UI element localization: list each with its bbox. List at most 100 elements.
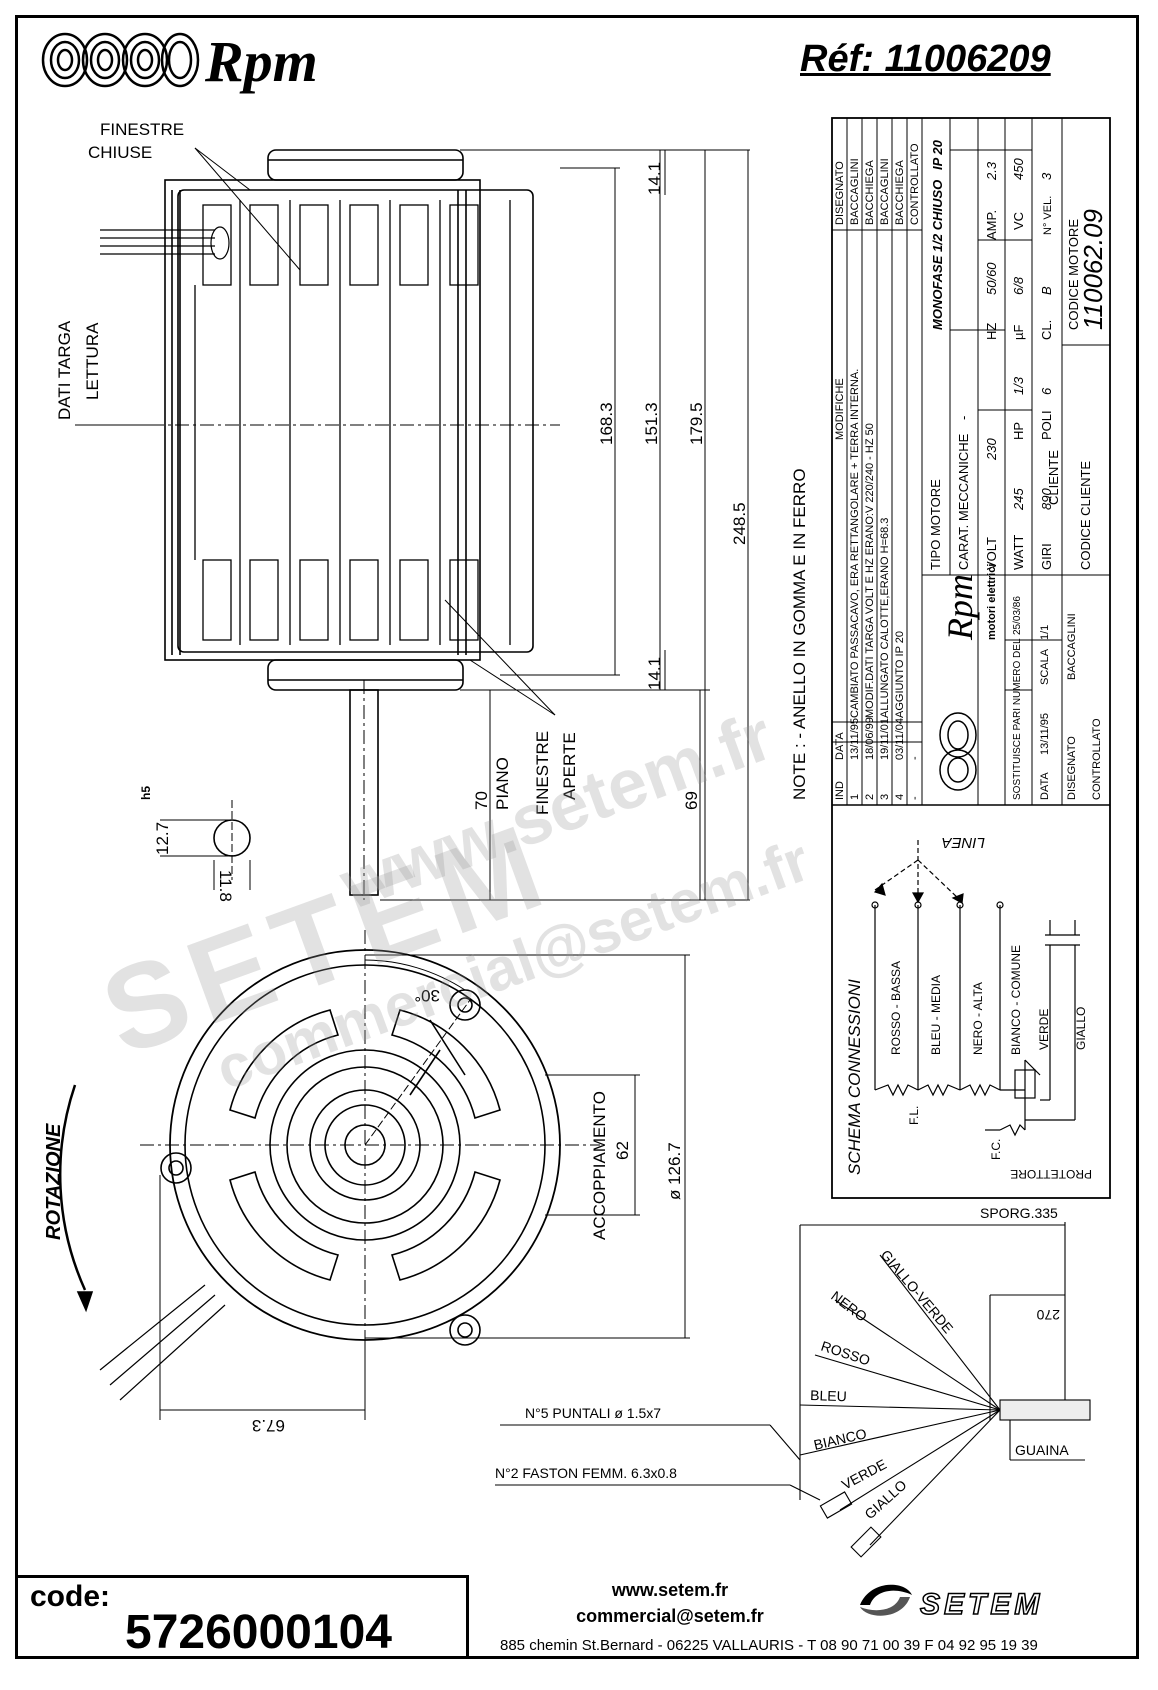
rev-head-disegnato: DISEGNATO [834,161,846,225]
cl-label: CL. [1039,320,1054,340]
shaft-flat: 11.8 [216,870,235,902]
website-link[interactable]: www.setem.fr [611,1580,729,1600]
rpm-title-logo: Rpm [940,574,980,641]
label-finestre-2: FINESTRE [533,731,552,815]
dim-168: 168.3 [597,402,616,445]
title-block-outline [831,117,1111,1199]
codice-cliente-label: CODICE CLIENTE [1078,461,1093,570]
email-link[interactable]: commercial@setem.fr [576,1606,764,1626]
giri-value: 890 [1039,488,1054,510]
reference-number: Réf: 11006209 [800,38,1051,80]
dim-67: 67.3 [252,1416,285,1435]
rev-3-data: 19/11/01 [879,718,891,760]
label-finestre: FINESTRE [100,120,184,139]
sostituisce-label: SOSTITUISCE PARI NUMERO DEL [1012,638,1023,800]
rev-1-firma: BACCAGLINI [849,158,861,225]
cl-value: B [1039,286,1054,295]
codice-motore: 110062.09 [1078,209,1108,330]
sporg-label: SPORG.335 [980,1205,1058,1221]
rev-head-data: DATA [834,732,846,760]
angle-30: 30° [414,986,440,1005]
code-box [15,1575,469,1659]
poli-label: POLI [1039,410,1054,440]
carat-dash: - [956,416,971,420]
rev-head-modifica: MODIFICHE [834,378,846,440]
codice-motore-label: CODICE MOTORE [1066,219,1081,330]
rev-3-ind: 3 [879,794,891,800]
ip-rating: IP 20 [930,139,945,170]
scala-value: 1/1 [1039,625,1051,640]
setem-logo: SETEM [919,1587,1044,1622]
rev-1-ind: 1 [849,794,861,800]
dim-126: ø 126.7 [665,1142,684,1200]
bleu-label: BLEU - MEDIA [929,975,943,1055]
rev-2-data: 18/06/99 [864,717,876,760]
dim-151: 151.3 [642,402,661,445]
hz-label: HZ [984,323,999,340]
rpm-coil-logo [41,32,200,88]
rev-2-modifica: MODIF.DATI TARGA VOLT E HZ ERANO:V 220/2… [864,423,876,718]
rev-1-modifica: CAMBIATO PASSACAVO, ERA RETTANGOLARE + T… [849,369,861,718]
schema-title: SCHEMA CONNESSIONI [845,979,864,1175]
amp-value: 2.3 [984,161,999,181]
faston-label: N°2 FASTON FEMM. 6.3x0.8 [495,1465,677,1481]
label-dati-targa: DATI TARGA [55,320,74,420]
wire-giallo-verde: GIALLO-VERDE [878,1247,957,1337]
cliente-label: CLIENTE [1046,450,1061,505]
vel-label: N° VEL. [1042,196,1054,235]
product-code: 5726000104 [125,1606,392,1659]
watt-value: 245 [1011,488,1026,511]
rev-2-firma: BACCHIEGA [864,160,876,225]
rev-4-modifica: AGGIUNTO IP 20 [894,631,906,718]
giri-label: GIRI [1039,543,1054,570]
rev-dash-2: - [909,756,921,760]
giallo-label: GIALLO [1074,1007,1088,1050]
code-label: code: [30,1580,111,1613]
dim-248: 248.5 [730,502,749,545]
rev-4-data: 03/11/04 [894,718,906,760]
top-end-cap [267,149,464,181]
wire-bianco: BIANCO [812,1425,868,1453]
uf-label: µF [1011,325,1026,340]
rev-3-firma: BACCAGLINI [879,158,891,225]
amp-label: AMP. [984,210,999,240]
disegnato-label: DISEGNATO [1066,736,1078,800]
linea-label: LINEA [942,834,985,851]
rev-3-modifica: ALLUNGATO CALOTTE,ERANO H=68.3 [879,518,891,718]
label-aperte: APERTE [560,732,579,800]
controllato-label: CONTROLLATO [1091,718,1103,800]
puntali-label: N°5 PUNTALI ø 1.5x7 [525,1405,661,1421]
tipo-motore-label: TIPO MOTORE [928,479,943,570]
bottom-end-cap [267,659,464,691]
vc-value: 450 [1011,158,1026,180]
label-chiuse: CHIUSE [88,143,152,162]
rosso-label: ROSSO - BASSA [889,961,903,1055]
vc-label: VC [1011,212,1026,230]
hp-value: 1/3 [1011,376,1026,395]
dim-69: 69 [682,791,701,810]
disegnato-value: BACCAGLINI [1066,613,1078,680]
rev-head-controllato: CONTROLLATO [909,143,921,225]
poli-value: 6 [1039,387,1054,395]
guaina-label: GUAINA [1015,1442,1069,1458]
fc-label: F.C. [989,1139,1003,1160]
verde-label: VERDE [1037,1009,1051,1050]
uf-value: 6/8 [1011,276,1026,295]
data-label: DATA [1039,772,1051,800]
fl-label: F.L. [907,1106,921,1125]
volt-label: VOLT [984,537,999,570]
wire-nero: NERO [828,1288,870,1325]
label-rotazione: ROTAZIONE [43,1123,65,1240]
wire-verde: VERDE [839,1456,889,1493]
drawing-frame [15,15,1139,1659]
carat-label: CARAT. MECCANICHE [956,433,971,570]
label-lettura: LETTURA [83,322,102,400]
bianco-label: BIANCO - COMUNE [1009,945,1023,1055]
rev-head-ind: IND [834,781,846,800]
dim-bottom: 14.1 [645,657,664,690]
rev-1-data: 13/11/95 [849,718,861,760]
label-accoppiamento: ACCOPPIAMENTO [590,1091,609,1240]
shaft-tol: h5 [139,786,153,800]
dim-62: 62 [613,1141,632,1160]
brand-logo-text: Rpm [205,29,318,94]
